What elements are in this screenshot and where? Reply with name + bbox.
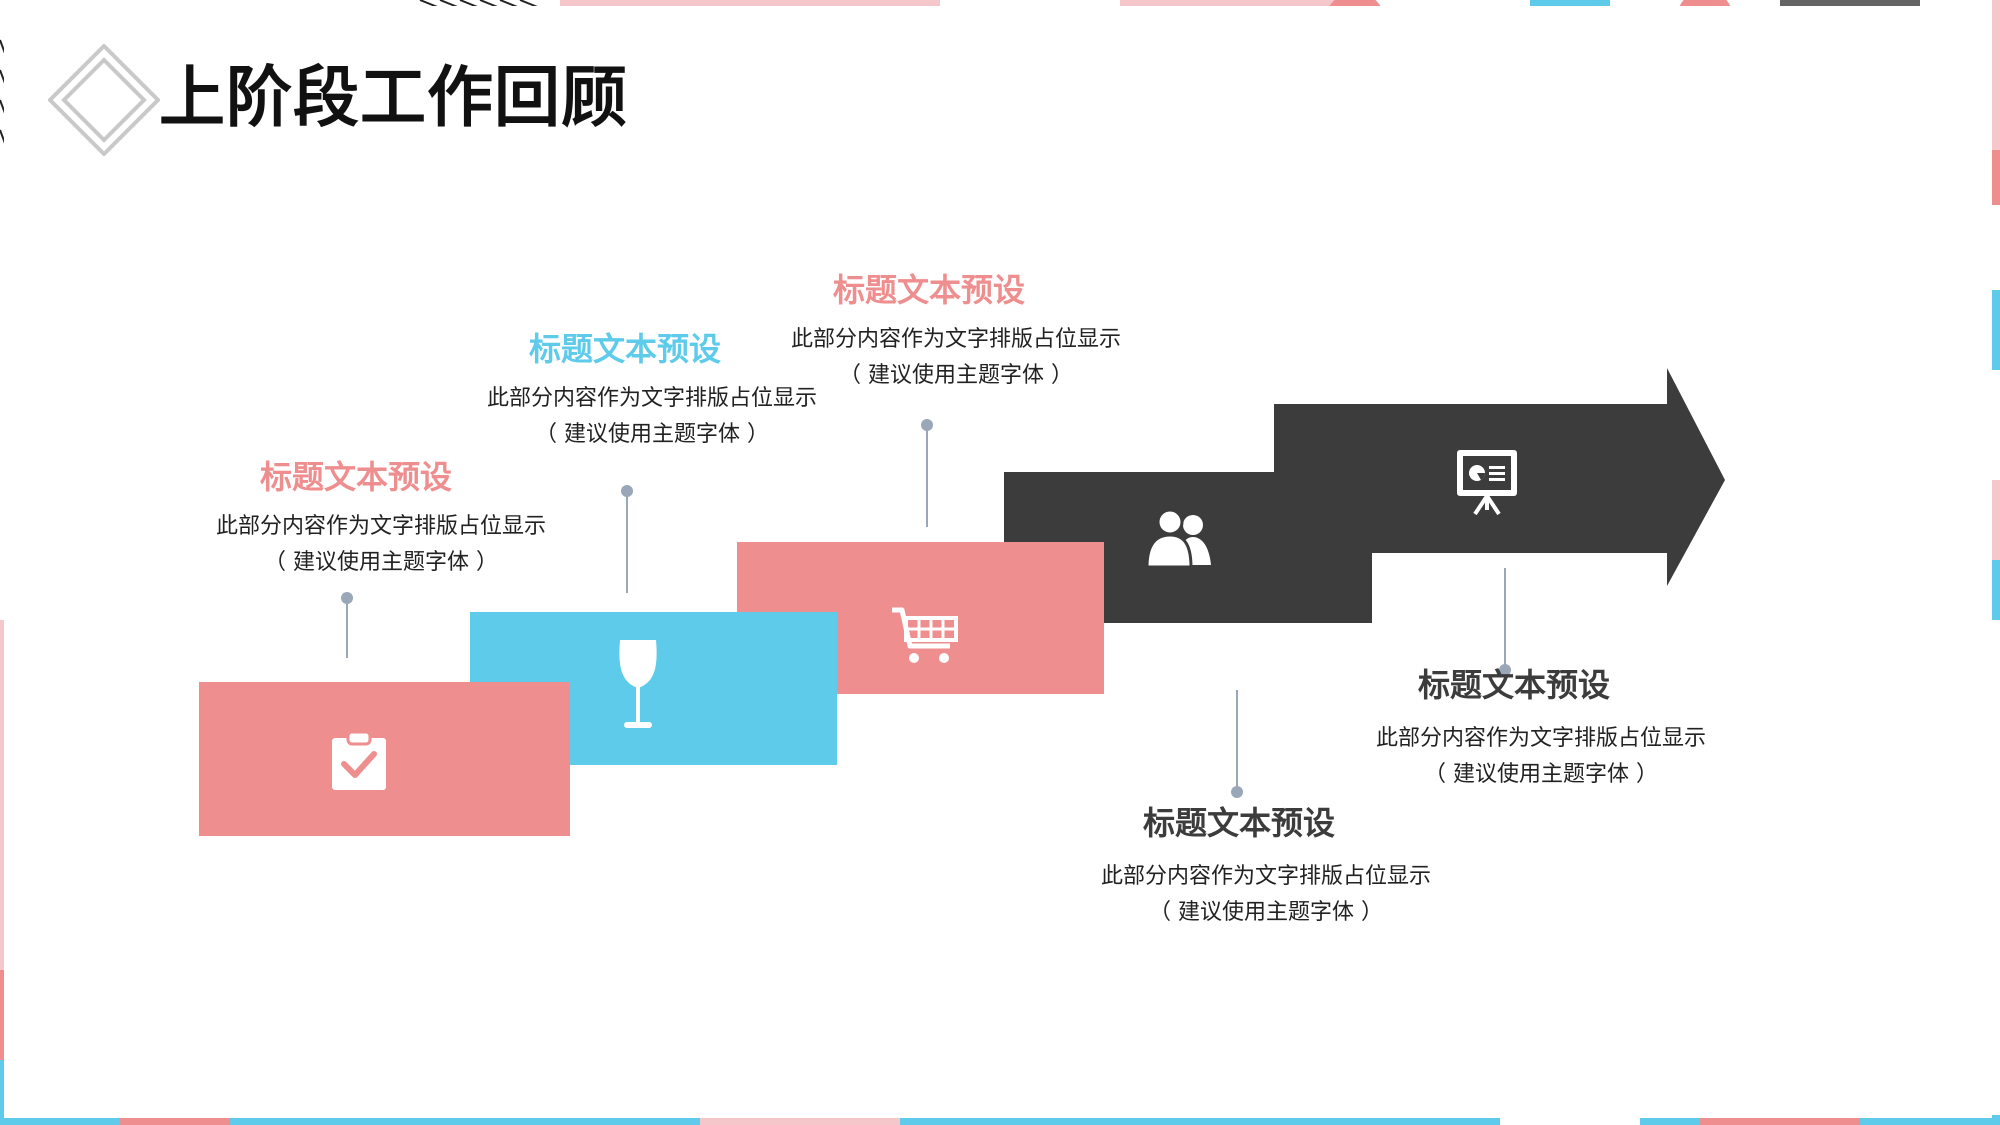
step-4-title: 标题文本预设 (1142, 804, 1335, 842)
step-2-desc-line1: 此部分内容作为文字排版占位显示 (486, 386, 817, 411)
wine-glass-icon (619, 640, 657, 728)
step-2-desc-line2: （ 建议使用主题字体 ） (535, 422, 769, 447)
step-2-title: 标题文本预设 (528, 330, 721, 368)
step-1-desc-line2: （ 建议使用主题字体 ） (264, 550, 498, 575)
step-4-desc-line2: （ 建议使用主题字体 ） (1149, 900, 1383, 925)
connector-dot-4 (1231, 786, 1243, 798)
slide: 上阶段工作回顾 (4, 6, 1992, 1118)
step-1-desc-line1: 此部分内容作为文字排版占位显示 (215, 514, 546, 539)
page-title: 上阶段工作回顾 (159, 59, 628, 136)
step-4-desc: 此部分内容作为文字排版占位显示 （ 建议使用主题字体 ） (1056, 859, 1476, 931)
connector-dot-3 (921, 419, 933, 431)
step-5-title: 标题文本预设 (1417, 666, 1610, 704)
step-3-title: 标题文本预设 (832, 271, 1025, 309)
step-4-desc-line1: 此部分内容作为文字排版占位显示 (1100, 864, 1431, 889)
shopping-cart-icon (892, 607, 958, 663)
users-icon (1145, 509, 1211, 569)
step-1-desc: 此部分内容作为文字排版占位显示 （ 建议使用主题字体 ） (171, 509, 591, 581)
connector-dot-1 (341, 592, 353, 604)
presentation-board-icon (1457, 450, 1517, 516)
clipboard-check-icon (332, 730, 386, 790)
step-3-desc-line1: 此部分内容作为文字排版占位显示 (790, 327, 1121, 352)
step-3-desc-line2: （ 建议使用主题字体 ） (839, 363, 1073, 388)
step-2-desc: 此部分内容作为文字排版占位显示 （ 建议使用主题字体 ） (442, 381, 862, 453)
connector-dot-2 (621, 485, 633, 497)
connector-dot-5 (1499, 664, 1511, 676)
step-5-desc: 此部分内容作为文字排版占位显示 （ 建议使用主题字体 ） (1331, 721, 1751, 793)
step-5-desc-line1: 此部分内容作为文字排版占位显示 (1375, 726, 1706, 751)
step-5-desc-line2: （ 建议使用主题字体 ） (1424, 762, 1658, 787)
step-3-desc: 此部分内容作为文字排版占位显示 （ 建议使用主题字体 ） (746, 322, 1166, 394)
step-1-title: 标题文本预设 (259, 458, 452, 496)
diamond-icon (48, 44, 160, 156)
